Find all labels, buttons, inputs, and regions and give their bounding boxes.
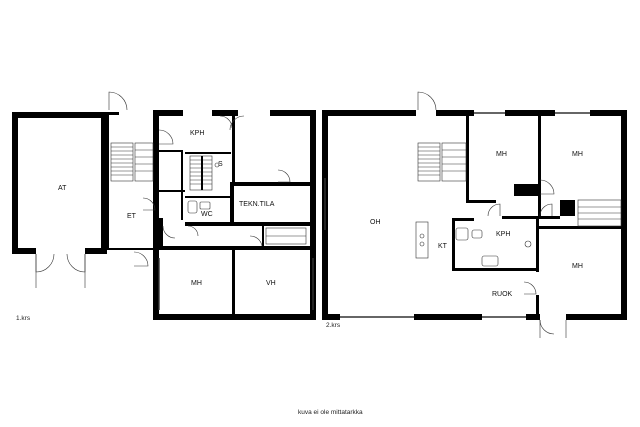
wall [153, 110, 183, 116]
wall [322, 110, 416, 116]
floor-1 [12, 110, 316, 320]
room-label-mh-1: MH [496, 151, 507, 158]
wall [107, 112, 119, 115]
room-label-wc: WC [201, 211, 213, 218]
wall [452, 218, 474, 221]
wall [230, 182, 310, 186]
room-label-kph: KPH [190, 130, 204, 137]
room-label-tekn-tila: TEKN.TILA [239, 201, 275, 208]
room-label-mh: MH [191, 280, 202, 287]
wall [153, 314, 316, 320]
wall [181, 150, 183, 220]
wall [466, 116, 469, 202]
wall [159, 190, 185, 192]
wall [452, 268, 538, 271]
wall [310, 110, 316, 320]
wall [101, 112, 107, 254]
room-label-kt: KT [438, 243, 448, 250]
wall [536, 218, 539, 272]
wall [452, 218, 455, 270]
wall [436, 110, 474, 116]
wall [538, 116, 541, 216]
wall [185, 196, 231, 198]
wall [536, 226, 621, 229]
wall [201, 156, 203, 190]
wall [232, 116, 235, 186]
stairs-floor-1 [110, 142, 307, 245]
room-label-et: ET [127, 213, 137, 220]
wall [107, 248, 153, 250]
wall [159, 246, 310, 250]
wall [230, 182, 234, 224]
wall [566, 314, 627, 320]
wall [153, 110, 159, 320]
room-label-s: S [218, 161, 223, 168]
wall [466, 314, 482, 320]
floor-1-label: 1.krs [16, 315, 31, 322]
wall [536, 295, 539, 320]
fixtures-floor-1 [158, 162, 314, 310]
floor-2-label: 2.krs [326, 322, 341, 329]
wall [107, 115, 109, 250]
wall [262, 226, 264, 246]
wall [232, 250, 235, 314]
wall [12, 112, 18, 254]
wall [502, 216, 560, 219]
wall [322, 314, 340, 320]
wall [466, 200, 496, 203]
room-label-kph: KPH [496, 231, 510, 238]
room-label-mh-2: MH [572, 151, 583, 158]
room-label-ruok: RUOK [492, 291, 513, 298]
room-label-at: AT [58, 185, 67, 192]
doors-floor-2 [324, 91, 590, 338]
wall [505, 110, 555, 116]
wall [153, 218, 163, 250]
wall [270, 110, 316, 116]
wall [212, 110, 238, 116]
wall [159, 150, 181, 152]
wall [621, 110, 627, 320]
wall [560, 200, 575, 216]
room-label-mh-3: MH [572, 263, 583, 270]
wall [414, 314, 470, 320]
wall [185, 222, 310, 226]
wall [590, 110, 627, 116]
wall [526, 314, 540, 320]
wall [514, 184, 538, 196]
disclaimer-note: kuva ei ole mittatarkka [298, 409, 363, 416]
wall [12, 112, 107, 118]
doors-floor-1 [35, 91, 291, 288]
room-label-oh: OH [370, 219, 381, 226]
wall [185, 152, 231, 154]
wall [85, 248, 107, 254]
wall [12, 248, 36, 254]
stairs-floor-2 [417, 142, 622, 227]
fixtures-floor-2 [415, 221, 532, 267]
floor-2 [322, 110, 627, 320]
room-label-vh: VH [266, 280, 276, 287]
